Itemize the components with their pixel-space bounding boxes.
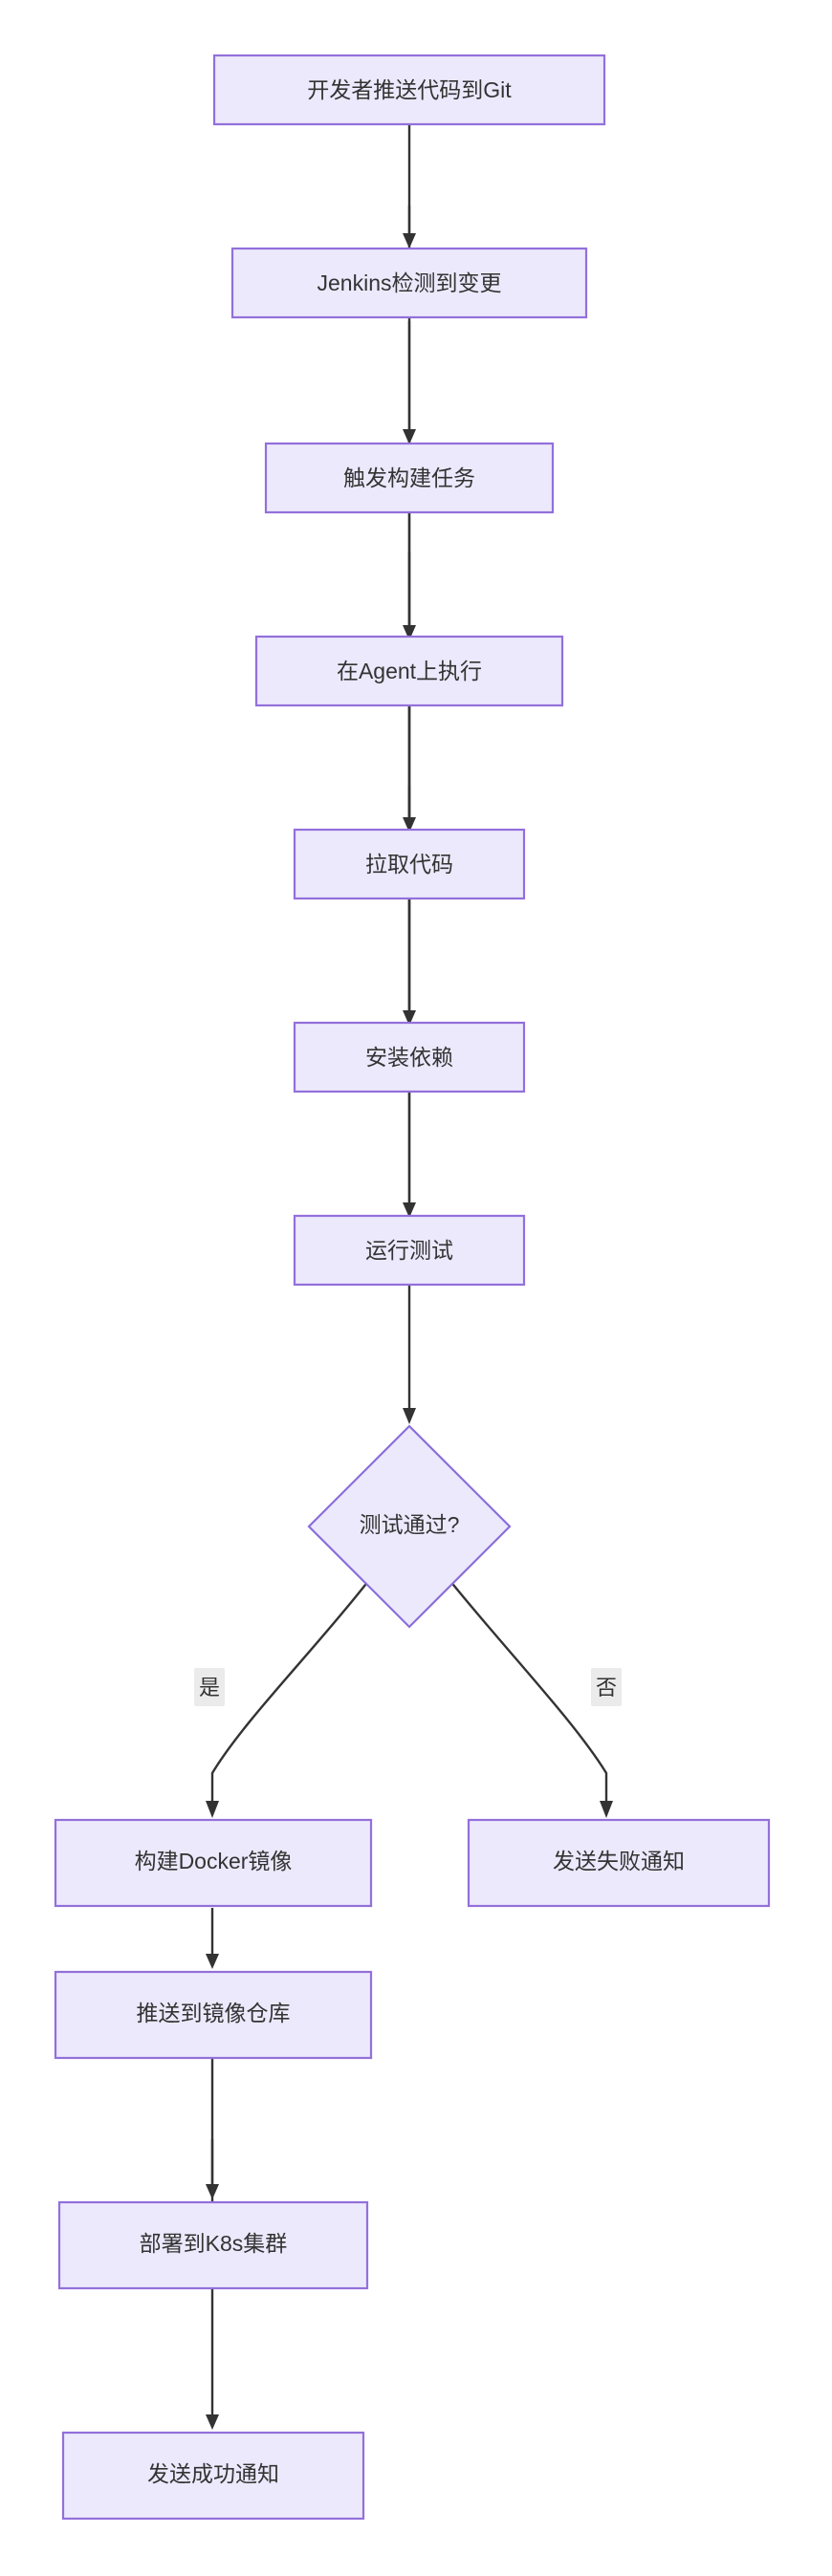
node-box[interactable] [264,442,555,514]
node-label: 拉取代码 [365,852,453,877]
edge-label-yes: 是 [199,1676,220,1699]
node-deploy-to-k8s[interactable]: 部署到K8s集群 [57,2200,369,2290]
edge-line [449,1579,608,1804]
node-label: 发送失败通知 [553,1849,685,1873]
node-box[interactable] [54,1970,373,2060]
arrow-head-icon [206,1954,219,1969]
node-label: 安装依赖 [365,1045,453,1070]
node-tests-passed-decision[interactable]: 测试通过? [307,1424,512,1629]
edge-n9-n11 [206,1908,219,1969]
arrow-head-icon [403,1408,416,1424]
edge-line [210,1579,370,1804]
node-box[interactable] [467,1818,771,1908]
arrow-head-icon [600,1801,613,1818]
arrow-head-icon [206,1801,219,1818]
node-box[interactable] [293,828,526,900]
node-jenkins-detect[interactable]: Jenkins检测到变更 [230,247,588,319]
node-group: 开发者推送代码到Git Jenkins检测到变更 触发构建任务 在Agent上执… [54,54,771,2521]
node-build-docker-image[interactable]: 构建Docker镜像 [54,1818,373,1908]
node-label: 在Agent上执行 [337,659,482,683]
node-label: 推送到镜像仓库 [137,2001,291,2025]
node-install-deps[interactable]: 安装依赖 [293,1021,526,1093]
node-pull-code[interactable]: 拉取代码 [293,828,526,900]
node-label: 开发者推送代码到Git [307,77,512,102]
node-box[interactable] [54,1818,373,1908]
node-send-failure-notice[interactable]: 发送失败通知 [467,1818,771,1908]
edge-n8-n9-yes: 是 [194,1579,370,1818]
edge-label-background [194,1668,225,1706]
node-push-to-registry[interactable]: 推送到镜像仓库 [54,1970,373,2060]
node-box[interactable] [57,2200,369,2290]
edge-n8-n10-no: 否 [449,1579,622,1818]
node-trigger-build[interactable]: 触发构建任务 [264,442,555,514]
decision-diamond[interactable] [307,1424,512,1629]
edge-group: 是 否 [194,94,622,2430]
node-label: 构建Docker镜像 [135,1849,293,1873]
node-box[interactable] [254,635,564,707]
node-box[interactable] [293,1214,526,1287]
node-developer-push[interactable]: 开发者推送代码到Git [212,54,606,126]
node-label: 测试通过? [360,1512,460,1537]
node-run-on-agent[interactable]: 在Agent上执行 [254,635,564,707]
node-box[interactable] [61,2431,365,2521]
node-label: 运行测试 [365,1238,453,1263]
node-label: 发送成功通知 [147,2461,279,2486]
node-run-tests[interactable]: 运行测试 [293,1214,526,1287]
edge-label-no: 否 [596,1676,617,1699]
node-label: 触发构建任务 [343,465,475,490]
node-label: 部署到K8s集群 [140,2231,288,2256]
node-box[interactable] [230,247,588,319]
node-send-success-notice[interactable]: 发送成功通知 [61,2431,365,2521]
node-box[interactable] [293,1021,526,1093]
arrow-head-icon [206,2414,219,2430]
node-box[interactable] [212,54,606,126]
node-label: Jenkins检测到变更 [317,271,502,295]
edge-label-background [591,1668,622,1706]
